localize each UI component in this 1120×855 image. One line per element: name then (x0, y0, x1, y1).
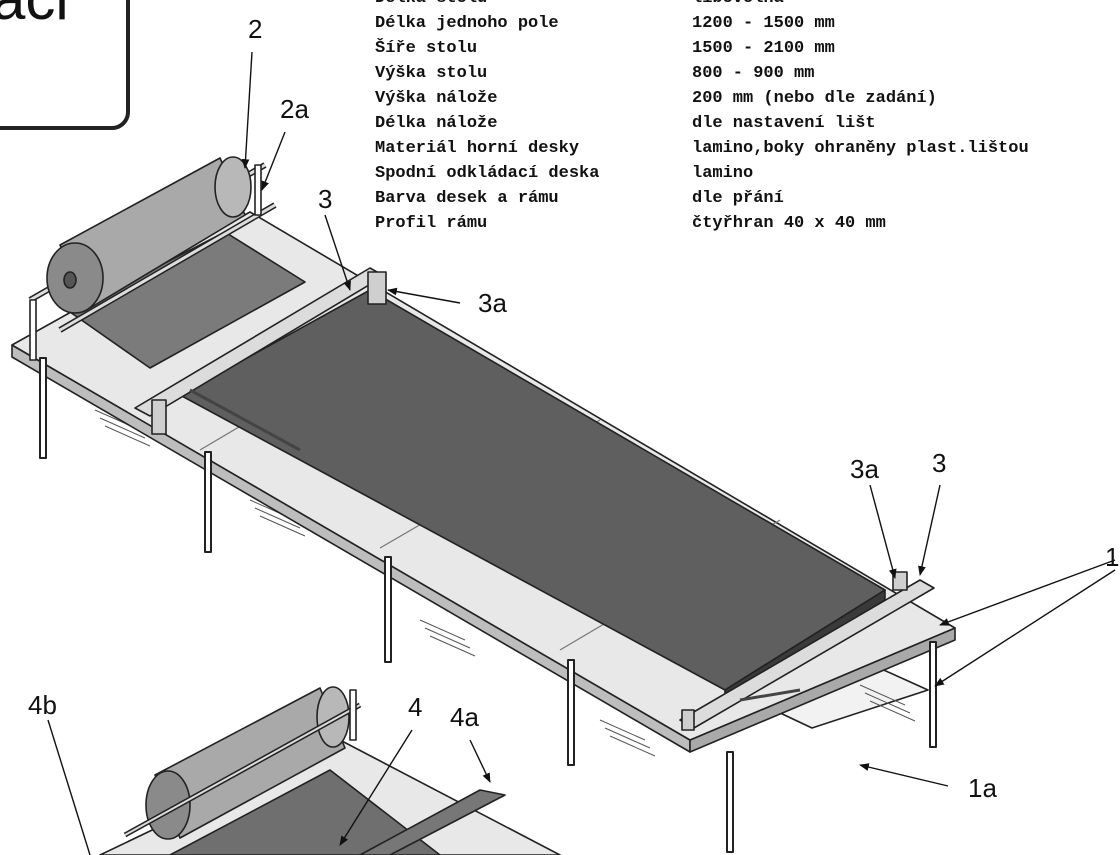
spec-name: Délka stolu (375, 0, 599, 11)
spec-value: 800 - 900 mm (692, 64, 815, 83)
callout-labels: 2 2a 3 3a 3a 3 1 1a 4b 4 4a (28, 14, 1119, 803)
inset-table (99, 686, 561, 855)
callout-4a: 4a (450, 702, 479, 732)
spec-name: Profil rámu (375, 214, 488, 233)
spec-name: Délka nálože (375, 114, 498, 133)
callout-3-top: 3 (318, 184, 332, 214)
callout-2: 2 (248, 14, 262, 44)
callout-3-right: 3 (932, 448, 946, 478)
callout-4: 4 (408, 692, 422, 722)
spec-value: čtyřhran 40 x 40 mm (692, 214, 886, 233)
spec-value: 1500 - 2100 mm (692, 39, 835, 58)
callout-1: 1 (1105, 542, 1119, 572)
spec-name: Výška stolu (375, 64, 488, 83)
leader-lines (47, 51, 1116, 855)
spec-name: Materiál horní desky (375, 139, 580, 158)
spec-name: Výška nálože (375, 89, 498, 108)
spec-value: lamino (692, 164, 754, 183)
spec-value: lamino,boky ohraněny plast.lištou (692, 139, 1029, 158)
spec-value: dle přání (692, 189, 784, 208)
spec-name: Spodní odkládací deska (375, 164, 600, 183)
callout-2a: 2a (280, 94, 309, 124)
inset-rail (359, 789, 506, 855)
spec-value: dle nastavení lišt (692, 114, 876, 133)
shelf-hatching (94, 409, 916, 757)
spec-name: Šíře stolu (375, 39, 478, 58)
spec-value: 1200 - 1500 mm (692, 14, 835, 33)
callout-1a: 1a (968, 773, 997, 803)
spec-value: 200 mm (nebo dle zadání) (692, 89, 937, 108)
callout-4b: 4b (28, 690, 57, 720)
spec-value: libovolná (692, 0, 1029, 11)
callout-3a-top: 3a (478, 288, 507, 318)
spec-values-column: libovolná 1200 - 1500 mm 1500 - 2100 mm … (692, 0, 1029, 236)
main-table (11, 156, 956, 853)
logo-text: áci (0, 0, 69, 33)
spec-name: Barva desek a rámu (375, 189, 559, 208)
spec-name: Délka jednoho pole (375, 14, 559, 33)
logo-box: áci (0, 0, 130, 130)
callout-3a-right: 3a (850, 454, 879, 484)
spec-names-column: Délka stolu Délka jednoho pole Šíře stol… (375, 0, 599, 236)
fabric-roll (46, 156, 252, 314)
table-legs (39, 357, 937, 853)
